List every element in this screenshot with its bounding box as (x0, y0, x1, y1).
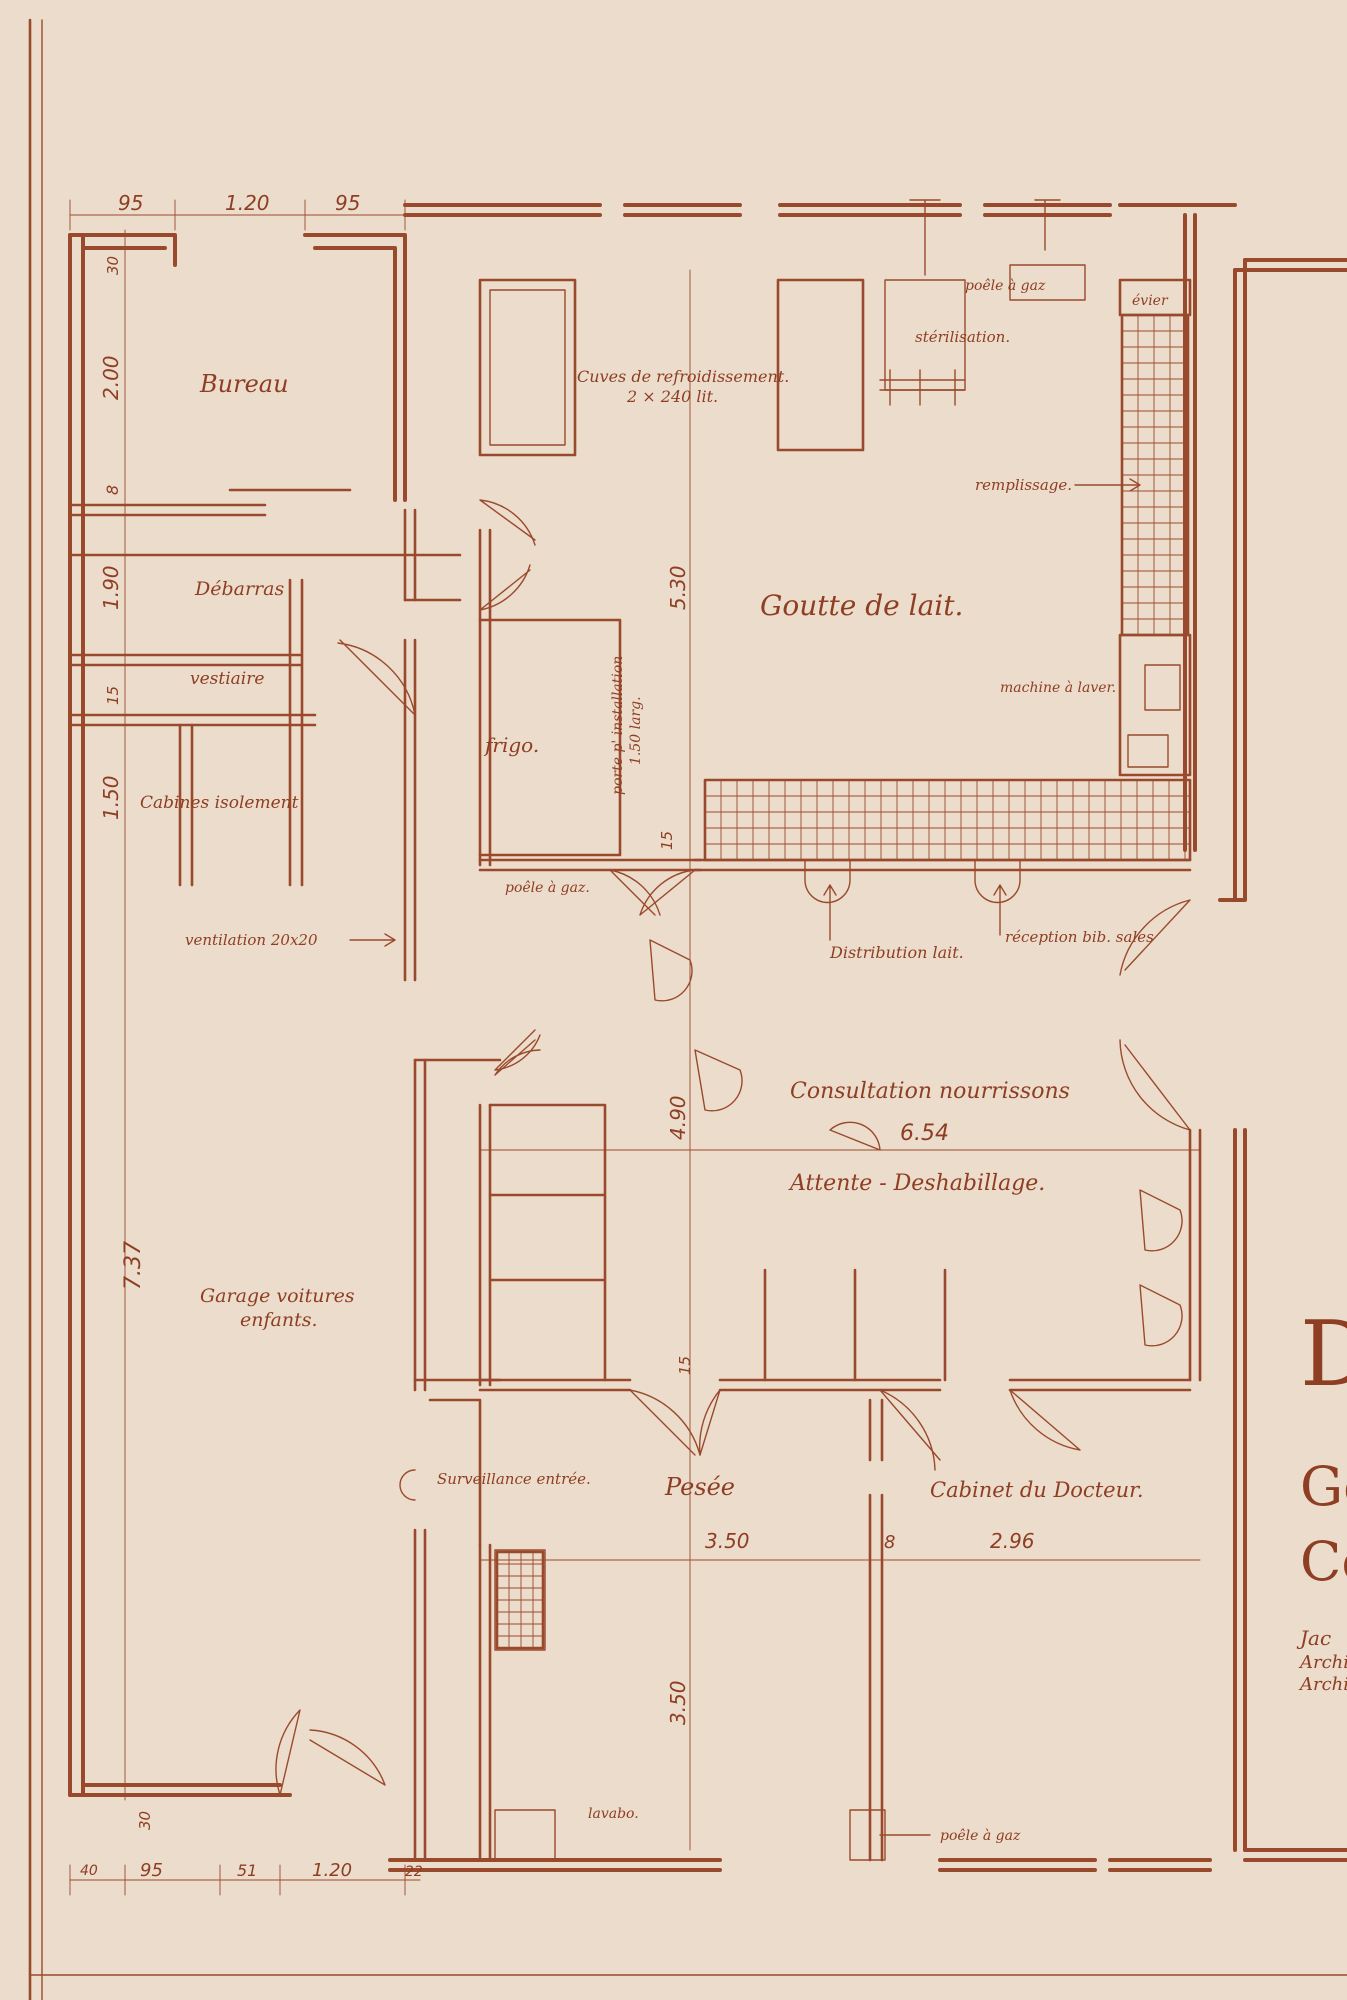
dim-h-8: 8 (884, 1532, 895, 1553)
note-porte-line1: porte p' installation (610, 656, 626, 795)
room-cabinet: Cabinet du Docteur. (930, 1478, 1144, 1502)
note-machine: machine à laver. (1000, 680, 1116, 696)
room-attente: Attente - Deshabillage. (788, 1171, 1045, 1196)
note-poele-top: poêle à gaz (965, 278, 1046, 294)
note-poele-mid: poêle à gaz. (505, 880, 590, 896)
note-cuves-line1: Cuves de refroidissement. (577, 367, 789, 386)
note-cuves-line2: 2 × 240 lit. (626, 387, 718, 406)
dim-v-530: 5.30 (666, 565, 690, 610)
architect-line1: Jac (1296, 1626, 1331, 1650)
room-frigo: frigo. (483, 733, 539, 757)
room-garage-line1: Garage voitures (200, 1285, 355, 1307)
note-porte-line2: 1.50 larg. (628, 696, 644, 765)
dim-v-30: 30 (104, 256, 122, 275)
dim-h-654: 6.54 (900, 1121, 949, 1146)
dim-bot-120: 1.20 (312, 1860, 352, 1881)
dim-bot-51: 51 (237, 1861, 257, 1880)
architect-line2: Archi (1298, 1652, 1347, 1673)
dim-bot-30: 30 (136, 1811, 154, 1830)
sheet-frame (28, 18, 1347, 2000)
title-line1: Go (1300, 1455, 1347, 1518)
dim-v-150: 1.50 (99, 775, 123, 820)
room-vestiaire: vestiaire (190, 669, 264, 689)
room-debarras: Débarras (194, 578, 284, 600)
exterior-walls (68, 203, 1347, 1872)
title-block: D Go Co Jac Archi Archi (1296, 1302, 1347, 1695)
room-consultation: Consultation nourrissons (790, 1079, 1070, 1104)
note-evier: évier (1132, 293, 1169, 309)
tile-grid-pesee (495, 1550, 545, 1650)
dim-v-15b: 15 (658, 831, 676, 850)
room-garage-line2: enfants. (240, 1309, 318, 1331)
tile-grid-counter (1120, 313, 1190, 637)
note-remplissage: remplissage. (975, 476, 1072, 494)
dimension-labels: 95 1.20 95 30 2.00 8 1.90 15 1.50 7.37 5… (80, 191, 1035, 1881)
note-sterilisation: stérilisation. (915, 328, 1010, 346)
room-cabines: Cabines isolement (140, 793, 299, 813)
dim-h-296: 2.96 (990, 1529, 1035, 1553)
dim-bot-22: 22 (405, 1864, 423, 1880)
interior-walls (68, 488, 1202, 1862)
dim-v-200: 2.00 (99, 355, 123, 400)
labels: Bureau Débarras vestiaire Cabines isolem… (140, 278, 1169, 1844)
note-lavabo: lavabo. (588, 1806, 639, 1822)
note-ventilation: ventilation 20x20 (185, 931, 318, 949)
dim-v-190: 1.90 (99, 565, 123, 610)
architect-line3: Archi (1298, 1674, 1347, 1695)
dim-v-8: 8 (103, 485, 122, 495)
dim-bot-95: 95 (140, 1860, 163, 1881)
dimension-lines (69, 199, 1201, 1896)
dim-v-15: 15 (104, 686, 122, 705)
dim-top-95b: 95 (335, 191, 360, 215)
note-distribution: Distribution lait. (829, 943, 964, 962)
dim-h-350: 3.50 (705, 1529, 750, 1553)
note-reception: réception bib. sales (1005, 928, 1154, 946)
tile-grid-distribution (703, 778, 1192, 862)
doors (275, 499, 1191, 1796)
fixtures (478, 199, 1192, 1861)
room-goutte-de-lait: Goutte de lait. (760, 589, 963, 622)
note-poele-bottom: poêle à gaz (940, 1828, 1021, 1844)
tiled-areas (495, 313, 1192, 1650)
title-big-letter: D (1300, 1302, 1347, 1407)
leader-arrows (349, 478, 1141, 1836)
dim-v-490: 4.90 (666, 1095, 690, 1140)
dim-v-350: 3.50 (666, 1680, 690, 1725)
dim-top-95a: 95 (118, 191, 143, 215)
room-pesee: Pesée (664, 1473, 735, 1501)
dim-v-15c: 15 (676, 1356, 694, 1375)
room-bureau: Bureau (199, 370, 289, 398)
note-surveillance: Surveillance entrée. (437, 1470, 591, 1488)
title-line2: Co (1300, 1530, 1347, 1593)
dim-v-737: 7.37 (121, 1241, 146, 1290)
dim-top-120: 1.20 (225, 191, 270, 215)
dim-bot-40: 40 (80, 1863, 98, 1879)
